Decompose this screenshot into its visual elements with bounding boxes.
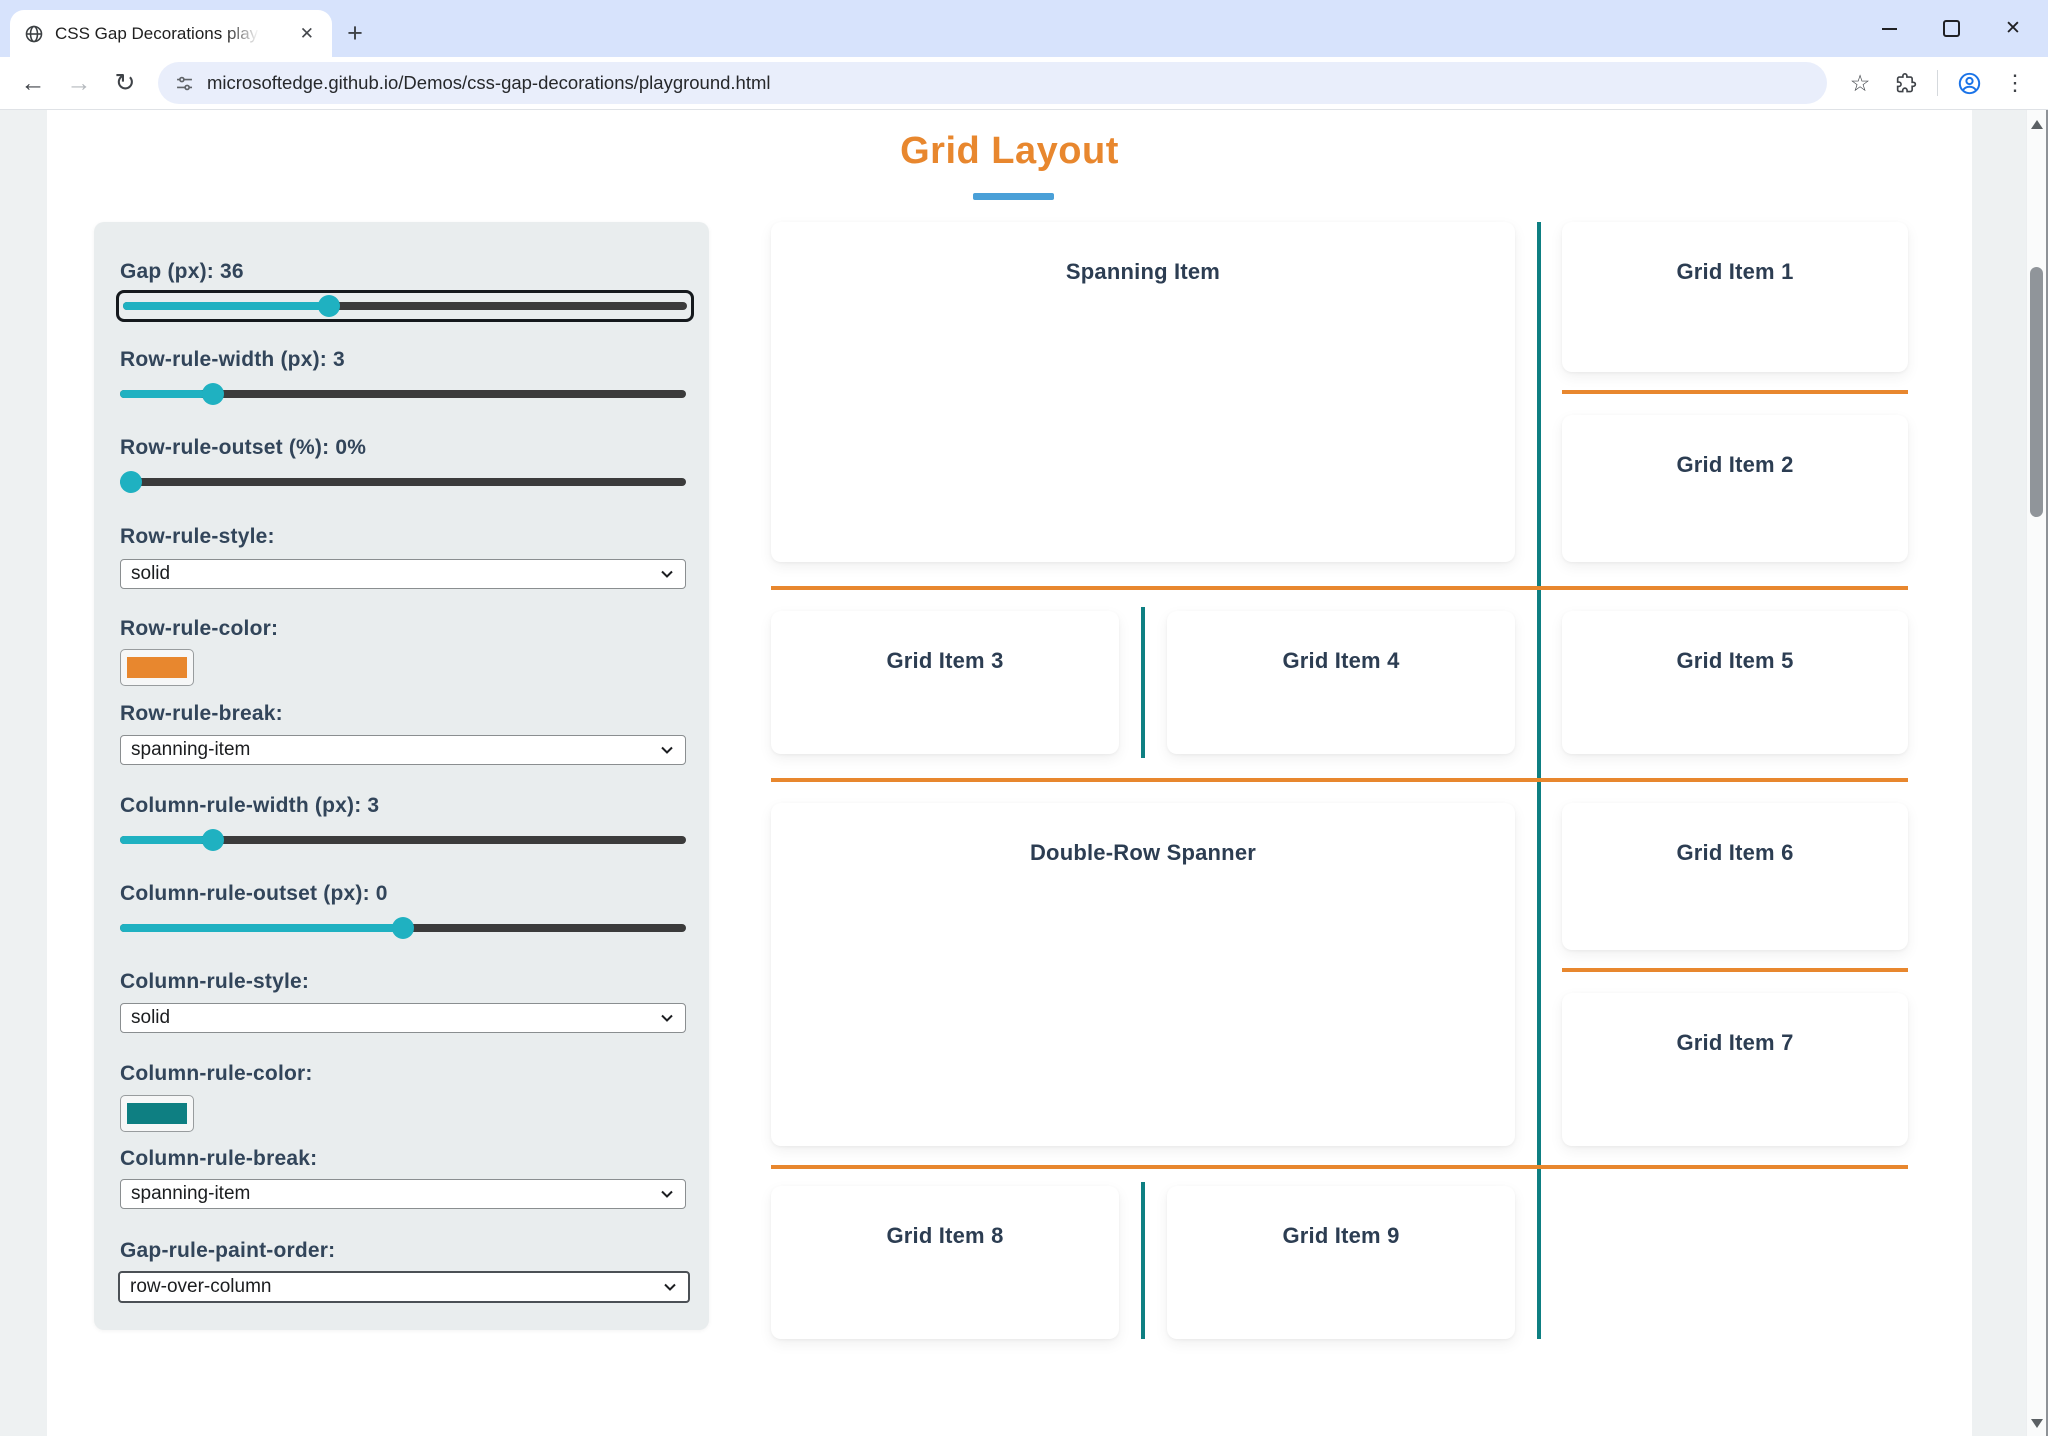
close-icon: ✕: [2005, 18, 2021, 39]
grid-item-8: Grid Item 8: [771, 1186, 1119, 1339]
reload-button[interactable]: ↻: [114, 69, 136, 97]
gap-rule-paint-order-select[interactable]: row-over-column: [118, 1271, 690, 1303]
column-rule: [1141, 1182, 1145, 1339]
column-rule-color-picker[interactable]: [120, 1095, 194, 1132]
row-rule: [771, 1165, 1908, 1169]
column-rule-width-label: Column-rule-width (px): 3: [120, 794, 380, 817]
row-rule-color-picker[interactable]: [120, 649, 194, 686]
gap-rule-paint-order-label: Gap-rule-paint-order:: [120, 1239, 336, 1262]
tab-close-icon[interactable]: ✕: [299, 24, 314, 43]
scroll-down-arrow-icon[interactable]: [2031, 1419, 2043, 1428]
slider-thumb[interactable]: [201, 829, 224, 851]
row-rule: [771, 586, 1908, 590]
row-rule-width-slider[interactable]: [120, 383, 686, 405]
column-rule-outset-label: Column-rule-outset (px): 0: [120, 882, 388, 905]
select-value: spanning-item: [131, 739, 251, 760]
chevron-down-icon: [659, 1010, 675, 1026]
new-tab-button[interactable]: +: [347, 17, 363, 48]
address-bar[interactable]: microsoftedge.github.io/Demos/css-gap-de…: [158, 62, 1827, 104]
column-rule-style-label: Column-rule-style:: [120, 970, 310, 993]
row-rule: [1562, 968, 1908, 972]
scrollbar-thumb[interactable]: [2030, 267, 2043, 517]
browser-tab[interactable]: CSS Gap Decorations playgroun ✕: [10, 10, 332, 57]
slider-thumb[interactable]: [392, 917, 414, 939]
row-rule-break-label: Row-rule-break:: [120, 702, 283, 725]
gap-slider[interactable]: [116, 290, 694, 322]
grid-item-9: Grid Item 9: [1167, 1186, 1515, 1339]
title-underline: [973, 193, 1054, 200]
url-text: microsoftedge.github.io/Demos/css-gap-de…: [207, 72, 771, 93]
site-info-icon[interactable]: [174, 73, 195, 94]
extensions-icon[interactable]: [1887, 64, 1925, 102]
page-viewport: Grid Layout Gap (px): 36 Row-rule-width …: [0, 110, 2026, 1436]
column-rule-color-label: Column-rule-color:: [120, 1062, 313, 1085]
back-button[interactable]: ←: [20, 68, 46, 97]
select-value: spanning-item: [131, 1183, 251, 1204]
row-rule: [771, 778, 1908, 782]
column-rule-style-select[interactable]: solid: [120, 1003, 686, 1033]
grid-item-5: Grid Item 5: [1562, 611, 1908, 754]
row-rule-outset-label: Row-rule-outset (%): 0%: [120, 436, 367, 459]
row-rule-outset-slider[interactable]: [120, 471, 686, 493]
grid-item-spanning: Spanning Item: [771, 222, 1515, 562]
controls-panel: Gap (px): 36 Row-rule-width (px): 3 Row-…: [94, 222, 709, 1330]
slider-thumb[interactable]: [120, 471, 142, 493]
grid-item-1: Grid Item 1: [1562, 222, 1908, 372]
select-value: row-over-column: [130, 1276, 272, 1297]
grid-item-4: Grid Item 4: [1167, 611, 1515, 754]
grid-item-3: Grid Item 3: [771, 611, 1119, 754]
row-rule-style-label: Row-rule-style:: [120, 525, 275, 548]
grid-item-2: Grid Item 2: [1562, 415, 1908, 562]
grid-item-6: Grid Item 6: [1562, 803, 1908, 950]
maximize-icon: [1942, 20, 1960, 37]
row-rule-style-select[interactable]: solid: [120, 559, 686, 589]
column-rule-outset-slider[interactable]: [120, 917, 686, 939]
row-rule-width-label: Row-rule-width (px): 3: [120, 348, 345, 371]
chevron-down-icon: [662, 1279, 678, 1295]
color-chip: [127, 657, 187, 678]
scroll-up-arrow-icon[interactable]: [2031, 120, 2043, 129]
gap-slider-label: Gap (px): 36: [120, 260, 244, 283]
page-title: Grid Layout: [900, 130, 1119, 172]
column-rule-break-label: Column-rule-break:: [120, 1147, 318, 1170]
window-minimize-button[interactable]: [1858, 0, 1920, 57]
chevron-down-icon: [659, 742, 675, 758]
chevron-down-icon: [659, 1186, 675, 1202]
select-value: solid: [131, 1007, 171, 1028]
tab-title: CSS Gap Decorations playgroun: [55, 23, 263, 43]
column-rule-break-select[interactable]: spanning-item: [120, 1179, 686, 1209]
window-close-button[interactable]: ✕: [1982, 0, 2044, 57]
page-scrollbar[interactable]: [2026, 110, 2048, 1436]
chevron-down-icon: [659, 566, 675, 582]
grid-item-double-row-spanner: Double-Row Spanner: [771, 803, 1515, 1146]
column-rule: [1141, 607, 1145, 758]
forward-button[interactable]: →: [66, 68, 92, 97]
minimize-icon: [1881, 27, 1897, 30]
profile-avatar-icon[interactable]: [1950, 64, 1988, 102]
slider-thumb[interactable]: [201, 383, 224, 405]
select-value: solid: [131, 563, 171, 584]
bookmark-star-icon[interactable]: ☆: [1849, 69, 1871, 96]
tab-strip: CSS Gap Decorations playgroun ✕ + ✕: [0, 0, 2048, 57]
window-maximize-button[interactable]: [1920, 0, 1982, 57]
browser-toolbar: ← → ↻ microsoftedge.github.io/Demos/css-…: [0, 57, 2048, 110]
row-rule-break-select[interactable]: spanning-item: [120, 735, 686, 765]
color-chip: [127, 1103, 187, 1124]
column-rule-width-slider[interactable]: [120, 829, 686, 851]
window-controls: ✕: [1858, 0, 2044, 57]
globe-favicon-icon: [24, 24, 44, 44]
menu-kebab-icon[interactable]: ⋮: [2004, 70, 2026, 95]
row-rule: [1562, 390, 1908, 394]
toolbar-divider: [1937, 70, 1938, 96]
grid-item-7: Grid Item 7: [1562, 993, 1908, 1146]
slider-thumb[interactable]: [318, 295, 341, 317]
row-rule-color-label: Row-rule-color:: [120, 617, 279, 640]
